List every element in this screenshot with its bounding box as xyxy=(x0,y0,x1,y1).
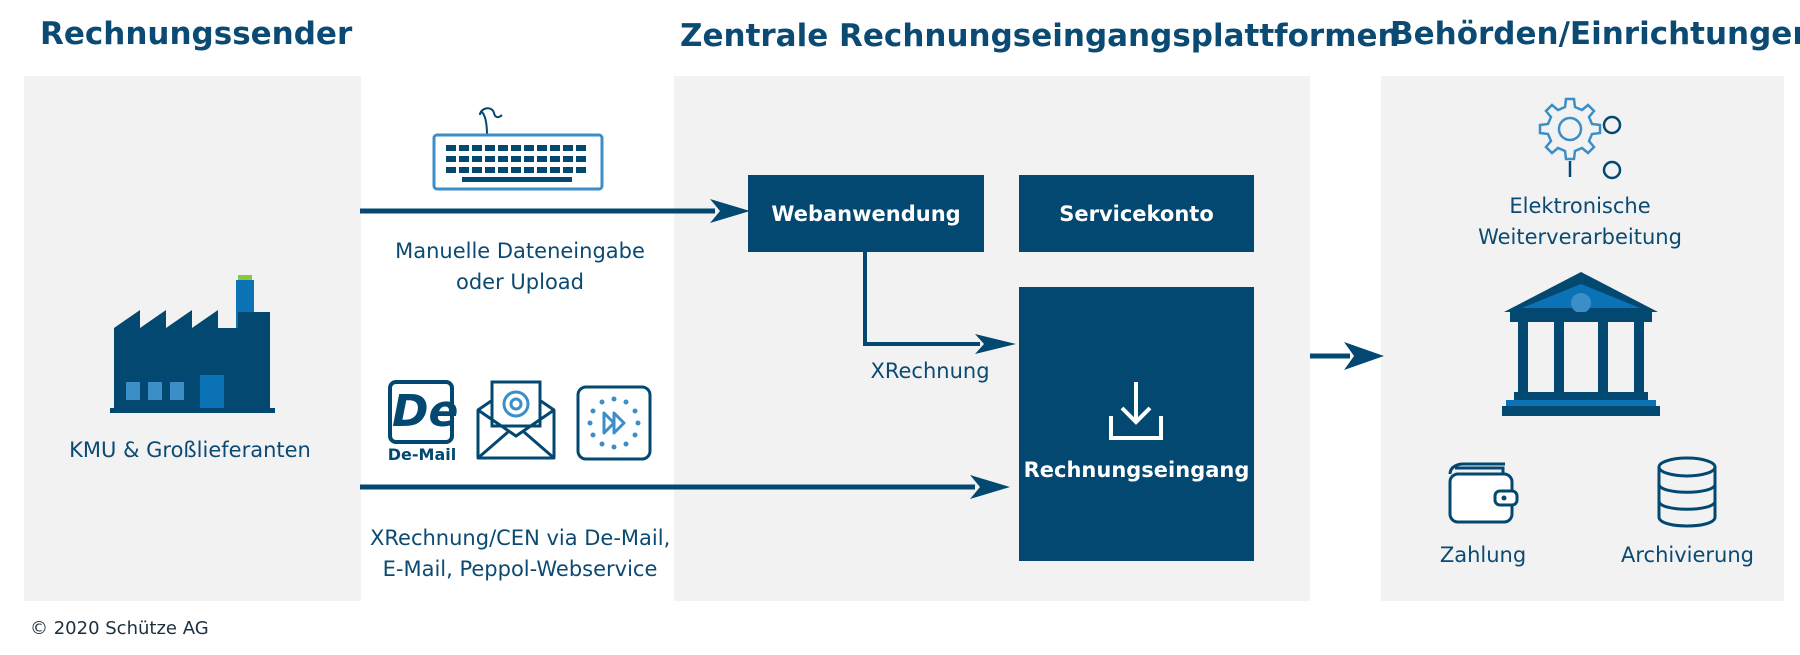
de-mail-icon xyxy=(388,380,454,444)
manual-entry-label-1: Manuelle Dateneingabe xyxy=(395,239,645,263)
factory-icon xyxy=(110,275,275,413)
download-icon xyxy=(1109,382,1163,440)
archiving-label: Archivierung xyxy=(1621,543,1754,567)
processing-label-2: Weiterverarbeitung xyxy=(1478,225,1682,249)
database-icon xyxy=(1657,456,1717,528)
electronic-channel-arrow xyxy=(360,475,1010,499)
webapp-box: Webanwendung xyxy=(748,175,984,252)
electronic-channel-label-1: XRechnung/CEN via De-Mail, xyxy=(370,526,671,550)
senders-label: KMU & Großlieferanten xyxy=(69,438,311,462)
electronic-channel-label-2: E-Mail, Peppol-Webservice xyxy=(382,557,658,581)
authorities-panel xyxy=(1381,76,1784,601)
servicekonto-box: Servicekonto xyxy=(1019,175,1254,252)
manual-entry-arrow xyxy=(360,199,750,223)
xrechnung-label: XRechnung xyxy=(870,359,990,383)
de-mail-logo-text: De xyxy=(392,386,459,437)
invoice-inbox-label: Rechnungseingang xyxy=(1023,458,1250,482)
de-mail-caption: De-Mail xyxy=(387,445,457,464)
gear-icon xyxy=(1538,97,1622,180)
copyright: © 2020 Schütze AG xyxy=(30,618,209,639)
wallet-icon xyxy=(1448,462,1519,524)
authorities-heading: Behörden/Einrichtungen xyxy=(1390,16,1800,52)
email-envelope-icon xyxy=(476,380,556,460)
platforms-heading: Zentrale Rechnungseingangsplattformen xyxy=(680,18,1400,54)
senders-heading: Rechnungssender xyxy=(40,16,353,52)
forward-arrow xyxy=(1310,342,1384,370)
xrechnung-connector xyxy=(863,250,1016,354)
payment-label: Zahlung xyxy=(1439,543,1527,567)
keyboard-icon xyxy=(432,107,604,191)
government-building-icon xyxy=(1502,272,1660,416)
peppol-icon xyxy=(576,385,652,461)
manual-entry-label-2: oder Upload xyxy=(456,270,584,294)
processing-label-1: Elektronische xyxy=(1509,194,1651,218)
